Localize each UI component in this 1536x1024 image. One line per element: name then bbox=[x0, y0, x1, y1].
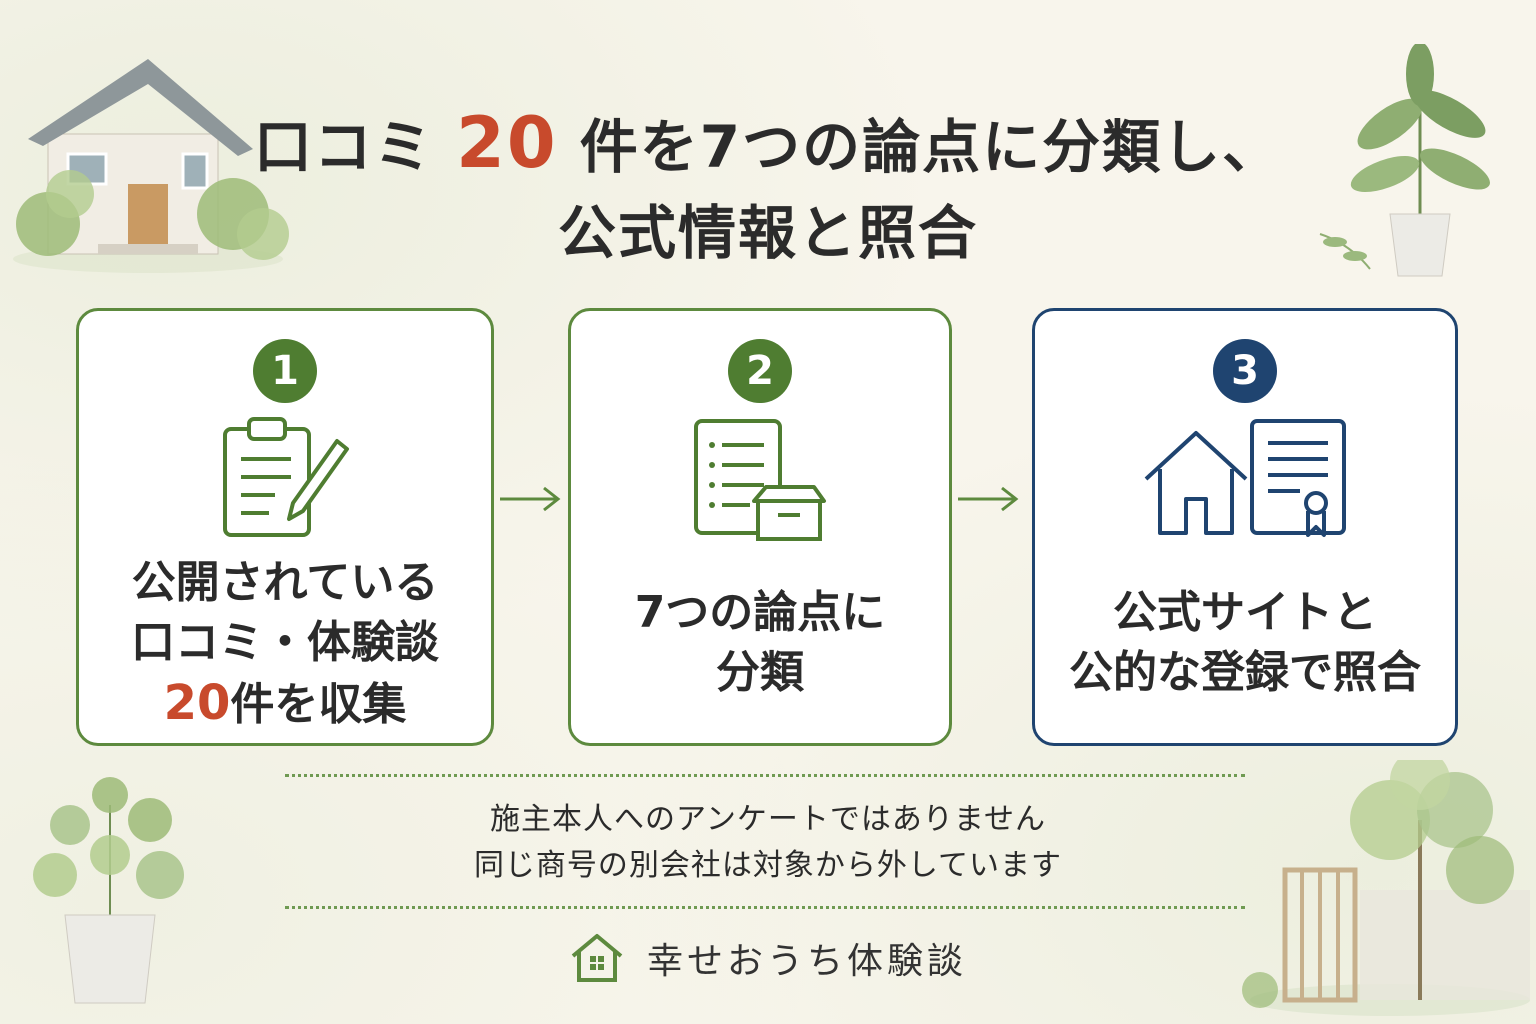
step-1-line-2: 口コミ・体験談 bbox=[131, 617, 439, 668]
house-logo-icon bbox=[571, 934, 623, 982]
garden-gate-illustration bbox=[1242, 760, 1530, 1016]
step-2-description: 7つの論点に 分類 bbox=[571, 583, 949, 703]
step-1-count: 20 bbox=[163, 675, 231, 731]
step-1-line-3: 20件を収集 bbox=[79, 673, 491, 735]
step-2-line-1: 7つの論点に bbox=[634, 587, 886, 638]
step-3-line-2: 公的な登録で照合 bbox=[1069, 647, 1421, 698]
step-3-description: 公式サイトと 公的な登録で照合 bbox=[1035, 583, 1455, 703]
step-card-2: 2 7つの論点に 分類 bbox=[568, 308, 952, 746]
arrow-right-icon bbox=[958, 486, 1019, 512]
potted-plant-bottom-left bbox=[33, 777, 184, 1004]
brand-footer: 幸せおうち体験談 bbox=[0, 930, 1536, 986]
note-line-2: 同じ商号の別会社は対象から外しています bbox=[473, 848, 1063, 883]
step-1-line-1: 公開されている bbox=[131, 557, 439, 608]
dotted-divider-top bbox=[285, 774, 1245, 777]
clipboard-pencil-icon bbox=[223, 417, 349, 537]
brand-name: 幸せおうち体験談 bbox=[646, 941, 967, 982]
potted-plant-top-right bbox=[1319, 44, 1490, 277]
step-2-line-2: 分類 bbox=[716, 647, 804, 698]
dotted-divider-bottom bbox=[285, 906, 1245, 909]
house-illustration bbox=[13, 59, 289, 273]
house-certificate-icon bbox=[1144, 419, 1346, 537]
step-1-line-3-rest: 件を収集 bbox=[230, 679, 407, 730]
step-number-badge: 3 bbox=[1213, 339, 1277, 403]
step-1-description: 公開されている 口コミ・体験談 20件を収集 bbox=[79, 553, 491, 735]
step-number-badge: 2 bbox=[728, 339, 792, 403]
title-count: 20 bbox=[456, 102, 558, 184]
title-line-1: 口コミ 20 件を7つの論点に分類し、 bbox=[0, 100, 1536, 190]
step-3-line-1: 公式サイトと bbox=[1113, 587, 1377, 638]
step-card-1: 1 公開されている 口コミ・体験談 20件を収集 bbox=[76, 308, 494, 746]
step-number-badge: 1 bbox=[253, 339, 317, 403]
title-prefix: 口コミ bbox=[253, 113, 434, 181]
title-suffix: 件を7つの論点に分類し、 bbox=[579, 113, 1283, 181]
title-line-2: 公式情報と照合 bbox=[557, 199, 978, 267]
page-title: 口コミ 20 件を7つの論点に分類し、 公式情報と照合 bbox=[0, 100, 1536, 276]
step-card-3: 3 公式サイトと 公的な登録で照合 bbox=[1032, 308, 1458, 746]
arrow-right-icon bbox=[500, 486, 561, 512]
document-box-icon bbox=[694, 419, 826, 541]
note-line-1: 施主本人へのアンケートではありません bbox=[490, 802, 1046, 837]
